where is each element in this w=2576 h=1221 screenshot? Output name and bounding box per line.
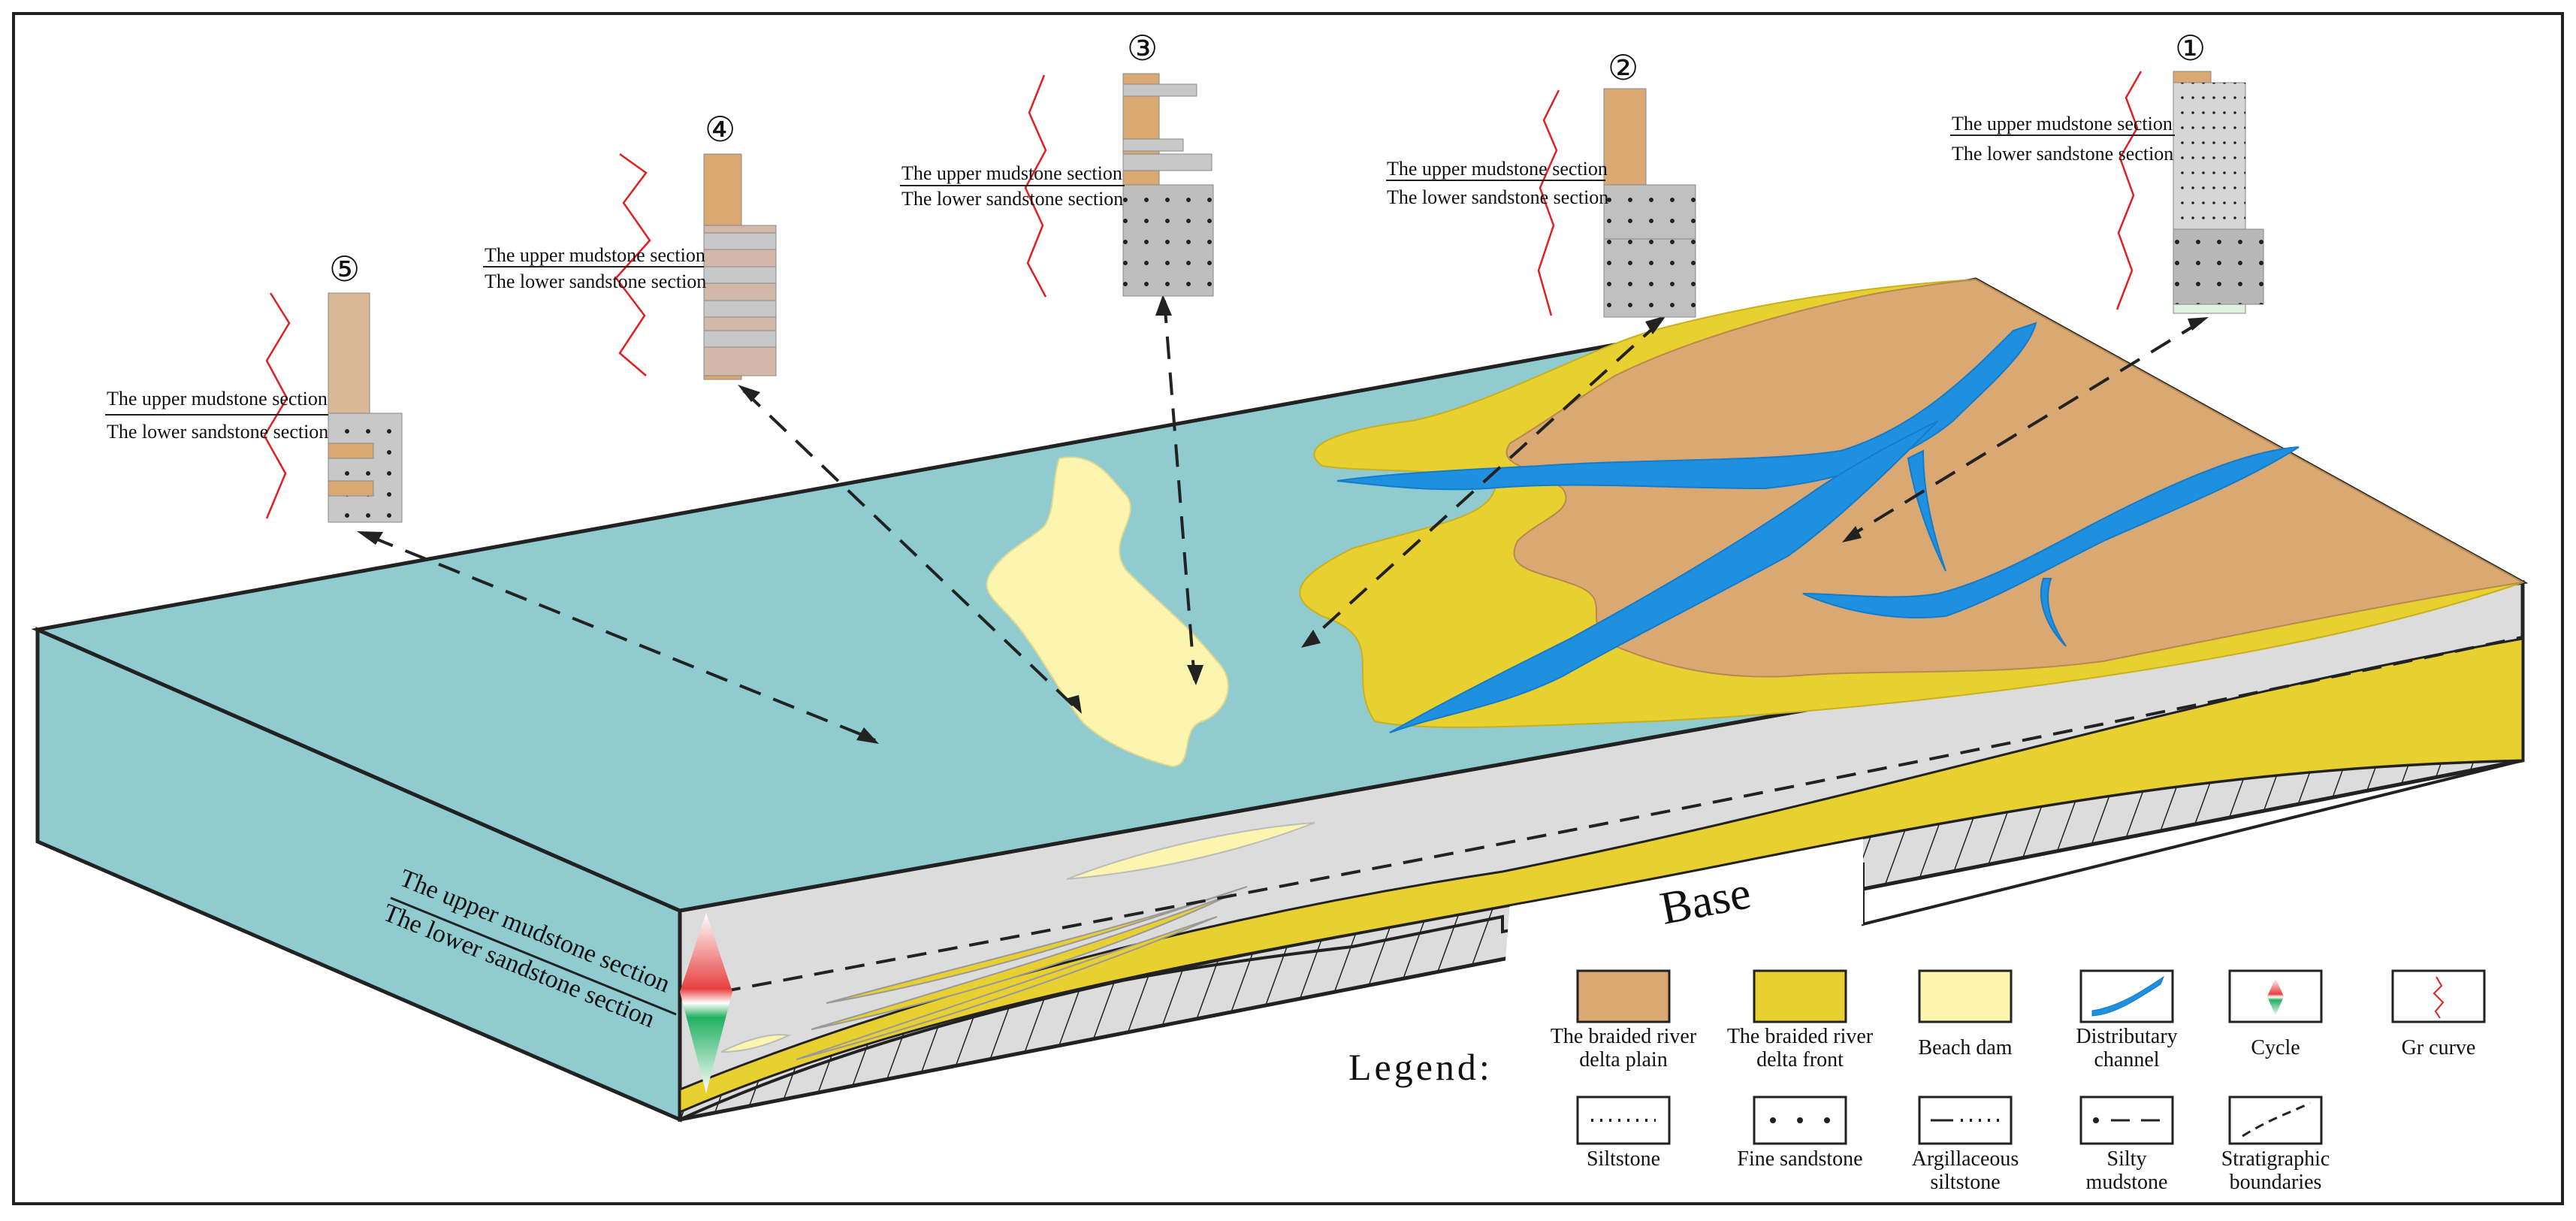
column-4-number: ④	[705, 110, 736, 149]
section-beach-lens	[1066, 822, 1315, 880]
legend-label-stratigraphic-boundaries: Stratigraphic boundaries	[2221, 1147, 2330, 1194]
well-column-1	[1950, 71, 2264, 314]
column-1-lower-label: The lower sandstone section	[1952, 143, 2174, 165]
well-column-2	[1386, 88, 1696, 318]
column-5-upper-label: The upper mudstone section	[107, 388, 328, 410]
arrow-heads	[357, 295, 2209, 744]
well-column-4	[483, 153, 777, 380]
well-column-3	[900, 73, 1214, 298]
legend-label-distributary-channel: Distributary channel	[2076, 1025, 2178, 1071]
column-2-number: ②	[1608, 49, 1639, 87]
well-column-5	[105, 292, 403, 523]
legend-label-argillaceous-siltstone: Argillaceous siltstone	[1911, 1147, 2019, 1194]
figure-frame	[12, 12, 2564, 1205]
base-zone	[1502, 830, 1863, 999]
legend-label-beach-dam: Beach dam	[1918, 1036, 2013, 1059]
front-label-line	[390, 896, 677, 1016]
section-front-sand	[678, 637, 2524, 1114]
legend-title: Legend:	[1348, 1046, 1493, 1088]
column-2-lower-label: The lower sandstone section	[1387, 186, 1609, 208]
column-4-upper-label: The upper mudstone section	[485, 244, 705, 266]
column-5-lower-label: The lower sandstone section	[107, 421, 329, 443]
cycle-symbol	[680, 913, 732, 1093]
legend-label-cycle: Cycle	[2251, 1036, 2300, 1059]
column-4-lower-label: The lower sandstone section	[485, 270, 707, 292]
column-1-number: ①	[2175, 29, 2206, 68]
legend-label-silty-mudstone: Silty mudstone	[2085, 1147, 2168, 1194]
column-3-upper-label: The upper mudstone section	[901, 162, 1122, 184]
legend-label-siltstone: Siltstone	[1586, 1147, 1660, 1171]
column-2-upper-label: The upper mudstone section	[1387, 158, 1608, 180]
delta-plain-area	[1505, 278, 2526, 678]
section-boundary	[720, 636, 2523, 993]
legend-label-fine-sandstone: Fine sandstone	[1737, 1147, 1863, 1171]
distributary-channels	[1336, 322, 2300, 733]
beach-dam	[986, 456, 1229, 768]
legend-swatches	[1576, 969, 2486, 1145]
column-3-number: ③	[1127, 29, 1158, 68]
column-3-lower-label: The lower sandstone section	[901, 188, 1124, 210]
legend-label-delta-front: The braided river delta front	[1726, 1025, 1874, 1071]
column-1-upper-label: The upper mudstone section	[1952, 113, 2173, 134]
legend-label-delta-plain: The braided river delta plain	[1550, 1025, 1697, 1071]
column-5-number: ⑤	[329, 250, 361, 289]
correlation-arrows	[371, 300, 2203, 742]
legend-label-gr-curve: Gr curve	[2401, 1036, 2476, 1059]
